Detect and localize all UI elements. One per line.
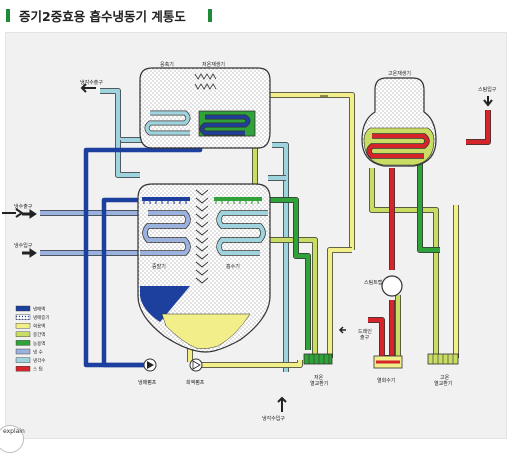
flow-arrows — [2, 83, 493, 412]
label-high-temp-regenerator: 고온재생기 — [388, 70, 411, 77]
evaporator-refrigerant-pool — [140, 286, 190, 322]
legend-swatch-3 — [15, 331, 31, 337]
label-drain-outlet: 드레인 출구 — [358, 328, 373, 341]
lower-shell — [137, 183, 271, 353]
drain-heat-exchanger-icon — [373, 355, 403, 369]
label-steam-inlet: 스팀입구 — [478, 86, 497, 93]
absorber-weak-solution-pool — [161, 313, 251, 349]
chilled-water-pipes — [40, 210, 140, 256]
high-temp-heat-exchanger-icon — [427, 353, 459, 365]
legend-label-5: 냉 수 — [33, 348, 43, 355]
label-low-temp-regenerator: 저온재생기 — [202, 61, 225, 68]
legend-label-1: 냉매증기 — [33, 314, 50, 321]
label-refrigerant-pump: 냉매펌프 — [138, 379, 157, 386]
label-high-temp-heat-exchanger: 고온 열교환기 — [434, 375, 452, 387]
steam-trap-icon — [381, 275, 403, 297]
legend-label-0: 냉매액 — [33, 305, 45, 312]
legend-label-2: 희용액 — [33, 323, 45, 330]
legend-label-7: 스 팀 — [33, 366, 43, 373]
legend-swatch-5 — [15, 348, 31, 355]
label-drain-heat-exchanger: 열회수기 — [377, 377, 395, 384]
legend-label-6: 냉각수 — [33, 357, 45, 364]
label-absorbent-pump: 희액펌프 — [186, 379, 205, 386]
title-marker-left — [6, 9, 10, 22]
high-temp-regenerator — [361, 77, 437, 167]
legend-swatch-7 — [15, 366, 31, 372]
legend-swatch-1 — [15, 314, 31, 320]
upper-shell — [139, 67, 271, 149]
explain-button[interactable]: explain — [0, 425, 25, 453]
label-chilled-water-inlet: 냉수입구 — [14, 242, 33, 249]
label-chilled-water-outlet: 냉수출구 — [14, 203, 33, 210]
legend-swatch-6 — [15, 357, 31, 363]
label-cooling-water-inlet: 냉각수입구 — [262, 415, 285, 422]
title-marker-right — [208, 9, 212, 22]
title-bar: 증기2중효용 흡수냉동기 계통도 — [0, 0, 512, 30]
low-temp-heat-exchanger-icon — [303, 353, 333, 365]
label-low-temp-heat-exchanger: 저온 열교환기 — [310, 374, 328, 387]
diagram-labels: 응축기 저온재생기 고온재생기 스팀입구 냉각수출구 냉수출구 냉수입구 증발기… — [14, 61, 497, 422]
label-condenser: 응축기 — [160, 61, 174, 68]
page-title: 증기2중효용 흡수냉동기 계통도 — [19, 9, 186, 24]
label-steam-trap: 스팀트랩 — [364, 279, 383, 286]
legend-swatch-4 — [15, 340, 31, 346]
legend-label-3: 중간액 — [33, 331, 45, 338]
legend-label-4: 농용액 — [33, 340, 45, 347]
label-absorber: 흡수기 — [226, 263, 240, 270]
legend-swatch-0 — [15, 305, 31, 312]
legend-swatch-2 — [15, 323, 31, 329]
label-cooling-water-outlet: 냉각수출구 — [80, 79, 103, 86]
label-evaporator: 증발기 — [152, 263, 166, 270]
cooling-water-pipes — [100, 88, 289, 372]
